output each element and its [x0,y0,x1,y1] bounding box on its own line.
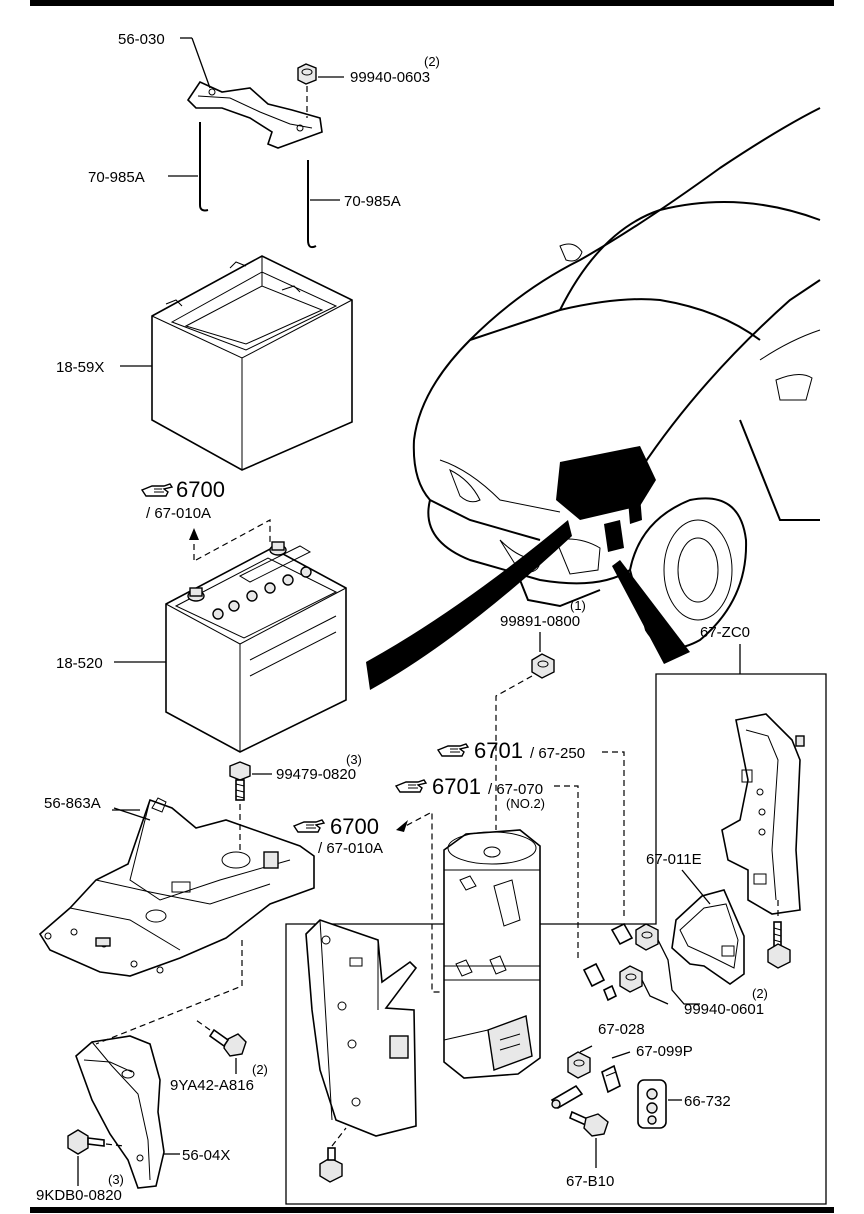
label-rod-right: 70-985A [344,193,401,210]
nut-028-drawing [567,1051,591,1079]
label-nut-mid-qty: (1) [570,598,586,613]
ref-6701a-subgroup: / 67-250 [530,745,585,762]
bolt-a816-drawing [208,1028,247,1057]
ref-6701b-subgroup: / 67-070 [488,781,543,798]
ref-6700b-subgroup: / 67-010A [318,840,383,857]
connector-66-732-drawing [637,1079,667,1129]
bolt-b10-drawing [569,1110,609,1137]
rod-right-drawing [307,160,317,249]
clip-099p-drawing [601,1064,621,1094]
nut-0601-upper-drawing [635,923,659,951]
ref-6701a-number: 6701 [474,738,523,763]
label-67-011E: 67-011E [646,851,702,868]
clip-drawing [582,922,634,1002]
label-67-B10: 67-B10 [566,1173,614,1190]
terminal-drawing [550,1084,584,1110]
cover-bolt-drawing [767,921,791,969]
bracket-04x-drawing [75,1035,165,1189]
battery-drawing [165,541,347,753]
ref-6700-number: 6700 [176,477,225,502]
fuse-block-drawing [443,829,541,1079]
top-border [30,0,834,6]
cover-011e-drawing [671,889,745,985]
label-rod-left: 70-985A [88,169,145,186]
nut-drawing [297,63,317,85]
bottom-border [30,1207,834,1213]
tray-to-bracket-leader [95,940,243,1045]
hold-down-bracket-drawing [186,80,323,149]
label-67-099P: 67-099P [636,1043,693,1060]
label-67-ZC0: 67-ZC0 [700,624,750,641]
label-66-732: 66-732 [684,1093,731,1110]
label-nut-top-qty: (2) [424,54,440,69]
flange-nut-drawing [531,653,555,679]
pointing-hand-icon-4 [293,819,325,833]
fuse-bracket-drawing [305,919,418,1137]
battery-cover-drawing [151,255,353,471]
label-nut-0601-qty: (2) [752,986,768,1001]
bracket-bolt-drawing [319,1147,343,1183]
label-bolt-kdb-qty: (3) [108,1172,124,1187]
pointing-hand-icon [141,483,173,497]
label-67-028: 67-028 [598,1021,645,1038]
nut-0601-lower-drawing [619,965,643,993]
label-56-863A: 56-863A [44,795,101,812]
label-bolt-tray-qty: (3) [346,752,362,767]
pointer-to-battery [366,520,572,690]
label-99479-0820: 99479-0820 [276,766,356,783]
label-99940-0601: 99940-0601 [684,1001,764,1018]
pointer-to-fuse-block [612,560,690,664]
label-56-04X: 56-04X [182,1147,230,1164]
ref-6700-subgroup: / 67-010A [146,505,211,522]
battery-tray-drawing [38,797,315,977]
bolt-kdb-drawing [67,1129,105,1155]
label-9KDB0-0820: 9KDB0-0820 [36,1187,122,1204]
ref-6701b-note: (NO.2) [506,796,545,811]
fuse-cover-drawing [721,713,805,915]
pointing-hand-icon-2 [437,743,469,757]
rod-left-drawing [199,122,209,212]
label-18-59X: 18-59X [56,359,104,376]
pointing-hand-icon-3 [395,779,427,793]
label-9YA42-A816: 9YA42-A816 [170,1077,254,1094]
label-99940-0603: 99940-0603 [350,69,430,86]
label-18-520: 18-520 [56,655,103,672]
ref-6700b-number: 6700 [330,814,379,839]
label-99891-0800: 99891-0800 [500,613,580,630]
tray-bolt-drawing [229,761,251,801]
kit-boundary [285,673,827,1205]
label-bolt-a816-qty: (2) [252,1062,268,1077]
label-56-030: 56-030 [118,31,165,48]
ref-6701b-number: 6701 [432,774,481,799]
